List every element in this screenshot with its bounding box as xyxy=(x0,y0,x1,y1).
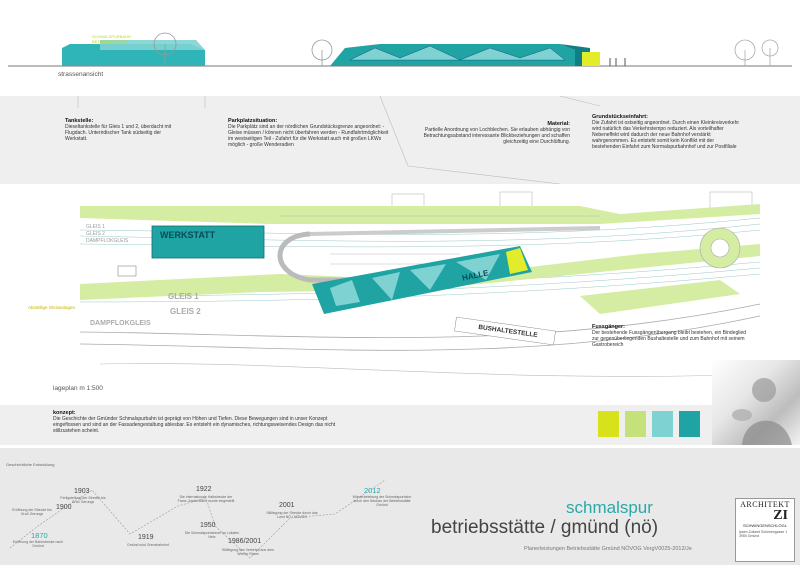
swatch-teal-light xyxy=(652,411,673,437)
note-konzept-title: konzept: xyxy=(53,410,76,416)
notes-band: Tankstelle: Dieseltankstelle für Gleis 1… xyxy=(0,96,800,184)
notes-lines xyxy=(77,96,601,184)
street-elevation: SCHMALSPURBAHN BETRIEBSSTÄTTE strassenan… xyxy=(0,0,800,90)
label-small-gleis-1: GLEIS 1 xyxy=(86,224,105,230)
label-small-gleis-2: GLEIS 2 xyxy=(86,231,105,237)
note-material: Material: Partielle Anordnung von Lochbl… xyxy=(418,121,570,145)
timeline-note-1903: Fertigstellung der Strecke bis Groß Geru… xyxy=(60,496,106,505)
note-tankstelle-title: Tankstelle: xyxy=(65,118,94,124)
architect-logo: ARCHITEKT ZI SCHWINGENSCHLÖGL Ipsen Zoll… xyxy=(735,498,795,562)
note-parkplatz-body: Die Parkplätz sind an der nördlichen Gru… xyxy=(228,124,389,148)
child-photo xyxy=(712,360,800,445)
timeline-graph xyxy=(9,479,386,559)
timeline-year-1903: 1903 xyxy=(74,488,90,495)
elevation-sign: SCHMALSPURBAHN BETRIEBSSTÄTTE xyxy=(92,34,131,44)
site-plan-drawing xyxy=(79,191,761,377)
note-tankstelle-body: Dieseltankstelle für Gleis 1 und 2, über… xyxy=(65,124,172,142)
logo-address: Ipsen Zollamt Schönengasse 1 3950 Gmünd xyxy=(739,530,788,538)
swatch-lime xyxy=(625,411,646,437)
plan-scale-label: lageplan m 1:500 xyxy=(53,385,103,392)
logo-name: SCHWINGENSCHLÖGL xyxy=(742,523,787,528)
note-parkplatz-title: Parkplatzsituation: xyxy=(228,118,278,124)
timeline-year-1950: 1950 xyxy=(200,522,216,529)
note-fussgaenger-title: Fussgänger: xyxy=(592,324,626,330)
timeline-note-1950: Die Schmalspurbahnen im Lokalen Netz xyxy=(184,531,240,540)
child-silhouette xyxy=(732,378,792,445)
title-line-2: betriebsstätte / gmünd (nö) xyxy=(431,517,659,538)
label-abstellgleis: Abstellige Gleisanlagen xyxy=(28,305,76,310)
site-plan: WERKSTATT HALLE GLEIS 1 GLEIS 2 DAMPFLOK… xyxy=(0,184,800,400)
label-small-dampf: DAMPFLOKGLEIS xyxy=(86,238,129,244)
timeline-note-1922: Die internationale Halbstrecke der Franz… xyxy=(177,495,235,504)
label-werkstatt: WERKSTATT xyxy=(160,230,216,240)
note-material-body: Partielle Anordnung von Lochblechen. Sie… xyxy=(423,127,570,145)
note-fussgaenger-body: Der bestehende Fussgängerübergang bleibt… xyxy=(592,330,747,348)
sign-line-1: SCHMALSPURBAHN xyxy=(92,34,131,39)
timeline-note-2012: Wiederbelebung der Schmalspurbahn durch … xyxy=(352,495,412,508)
label-dampflokgleis: DAMPFLOKGLEIS xyxy=(90,320,151,327)
timeline-note-1919: Gmünd wird Grenzbahnhof xyxy=(126,543,170,547)
title-line-1: schmalspur xyxy=(566,498,653,517)
note-material-title: Material: xyxy=(547,121,570,127)
timeline-year-2001: 2001 xyxy=(279,502,295,509)
timeline-year-1900: 1900 xyxy=(56,504,72,511)
timeline-note-1986: Stilllegung des Verkehrs aus dem Wiener … xyxy=(222,548,274,557)
label-gleis-2: GLEIS 2 xyxy=(170,307,201,316)
timeline-year-1922: 1922 xyxy=(196,486,212,493)
note-einfahrt-body: Die Zufahrt ist ostseitig angeordnet. Du… xyxy=(592,120,740,150)
timeline-heading: Geschichtliche Entwicklung xyxy=(6,462,55,467)
logo-word: ARCHITEKT xyxy=(740,500,790,509)
timeline-note-1870: Eröffnung der Bahnstrecke nach Gmünd xyxy=(12,540,64,549)
label-gleis-1: GLEIS 1 xyxy=(168,292,199,301)
timeline-year-2012: 2012 xyxy=(364,486,381,495)
timeline-note-2001: Stilllegung der Strecke durch das Land N… xyxy=(266,511,318,520)
street-view-label: strassenansicht xyxy=(58,71,104,78)
logo-mark: ZI xyxy=(773,508,788,523)
timeline-band xyxy=(0,448,800,565)
elevation-drawing xyxy=(8,32,792,67)
swatch-yellow xyxy=(598,411,619,437)
timeline-year-1919: 1919 xyxy=(138,534,154,541)
note-einfahrt: Grundstückseinfahrt: Die Zufahrt ist ost… xyxy=(592,114,742,150)
timeline-year-1986: 1986/2001 xyxy=(228,538,262,545)
note-tankstelle: Tankstelle: Dieseltankstelle für Gleis 1… xyxy=(65,118,183,142)
note-konzept: konzept: Die Geschichte der Gmünder Schm… xyxy=(53,410,353,434)
note-einfahrt-title: Grundstückseinfahrt: xyxy=(592,114,648,120)
timeline-note-1900: Eröffnung der Strecke bis Groß Gerungs xyxy=(12,508,52,517)
note-parkplatz: Parkplatzsituation: Die Parkplätz sind a… xyxy=(228,118,390,148)
sign-line-2: BETRIEBSSTÄTTE xyxy=(92,38,128,44)
timeline-year-1870: 1870 xyxy=(31,531,48,540)
note-fussgaenger: Fussgänger: Der bestehende Fussgängerübe… xyxy=(592,324,752,348)
note-konzept-body: Die Geschichte der Gmünder Schmalspurbah… xyxy=(53,416,336,434)
swatch-teal-dark xyxy=(679,411,700,437)
title-sub: Planerleistungen Betriebsstätte Gmünd NÖ… xyxy=(524,546,692,552)
